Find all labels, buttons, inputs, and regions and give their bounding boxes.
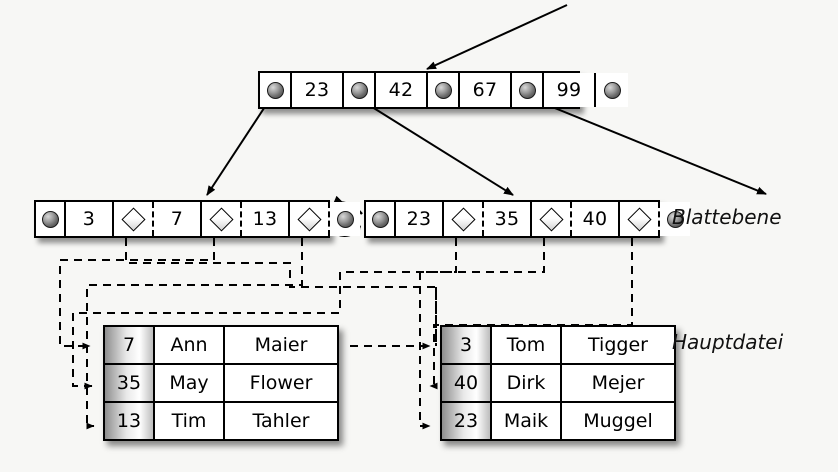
record-lastname-cell: Tigger: [560, 325, 676, 365]
node-key-cell: 7: [154, 202, 202, 236]
record-firstname-cell: Dirk: [490, 363, 562, 403]
node-pointer-cell[interactable]: [366, 202, 396, 236]
node-key-cell: 23: [292, 73, 344, 107]
record-pointer-diamond-icon: [450, 206, 476, 232]
node-key-cell: 99: [544, 73, 596, 107]
pointer-dot-icon: [666, 210, 684, 228]
node-key-cell: 40: [572, 202, 620, 236]
node-record-pointer-cell[interactable]: [444, 202, 484, 236]
pointer-dot-icon: [518, 81, 536, 99]
pointer-dot-icon: [603, 81, 621, 99]
node-pointer-cell[interactable]: [344, 73, 376, 107]
pointer-dot-icon: [434, 81, 452, 99]
record-key-cell: 35: [103, 363, 155, 403]
record-firstname-cell: May: [153, 363, 225, 403]
record-pointer-diamond-icon: [626, 206, 652, 232]
pointer-dot-icon: [371, 210, 389, 228]
record-key-cell: 40: [440, 363, 492, 403]
root-ptr0-to-left-leaf-arrow: [206, 95, 273, 196]
node-record-pointer-cell[interactable]: [620, 202, 660, 236]
node-key-cell: 42: [376, 73, 428, 107]
node-key-cell: 23: [396, 202, 444, 236]
record-key-cell: 13: [103, 401, 155, 441]
record-lastname-cell: Maier: [223, 325, 339, 365]
record-pointer-diamond-icon: [208, 206, 234, 232]
node-key-cell: 35: [484, 202, 532, 236]
node-record-pointer-cell[interactable]: [290, 202, 330, 236]
node-pointer-cell[interactable]: [512, 73, 544, 107]
record-firstname-cell: Ann: [153, 325, 225, 365]
node-record-pointer-cell[interactable]: [114, 202, 154, 236]
node-key-cell: 3: [66, 202, 114, 236]
record-lastname-cell: Mejer: [560, 363, 676, 403]
pointer-dot-icon: [266, 81, 284, 99]
leaf-level-caption: Blattebene: [672, 205, 782, 229]
record-lastname-cell: Tahler: [223, 401, 339, 441]
record-pointer-diamond-icon: [538, 206, 564, 232]
record-lastname-cell: Flower: [223, 363, 339, 403]
record-firstname-cell: Tim: [153, 401, 225, 441]
node-record-pointer-cell[interactable]: [532, 202, 572, 236]
pointer-dot-icon: [350, 81, 368, 99]
node-key-cell: 67: [460, 73, 512, 107]
leaf-node-right[interactable]: 23 35 40: [364, 200, 690, 238]
node-record-pointer-cell[interactable]: [202, 202, 242, 236]
node-key-cell: 13: [242, 202, 290, 236]
node-pointer-cell[interactable]: [330, 202, 360, 236]
root-ptr1-to-right-leaf-arrow: [355, 96, 514, 196]
pointer-dot-icon: [336, 210, 354, 228]
external-entry-arrow: [426, 4, 568, 70]
record-firstname-cell: Maik: [490, 401, 562, 441]
record-pointer-diamond-icon: [120, 206, 146, 232]
node-pointer-cell[interactable]: [260, 73, 292, 107]
root-index-node[interactable]: 23 42 67 99: [258, 71, 628, 109]
record-pointer-diamond-icon: [296, 206, 322, 232]
record-key-cell: 23: [440, 401, 492, 441]
record-key-cell: 7: [103, 325, 155, 365]
record-lastname-cell: Muggel: [560, 401, 676, 441]
record-key-cell: 3: [440, 325, 492, 365]
main-file-caption: Hauptdatei: [672, 330, 784, 354]
leaf-node-left[interactable]: 3 7 13: [34, 200, 360, 238]
record-firstname-cell: Tom: [490, 325, 562, 365]
pointer-dot-icon: [41, 210, 59, 228]
node-pointer-cell[interactable]: [660, 202, 690, 236]
node-pointer-cell[interactable]: [36, 202, 66, 236]
node-pointer-cell[interactable]: [596, 73, 628, 107]
node-pointer-cell[interactable]: [428, 73, 460, 107]
